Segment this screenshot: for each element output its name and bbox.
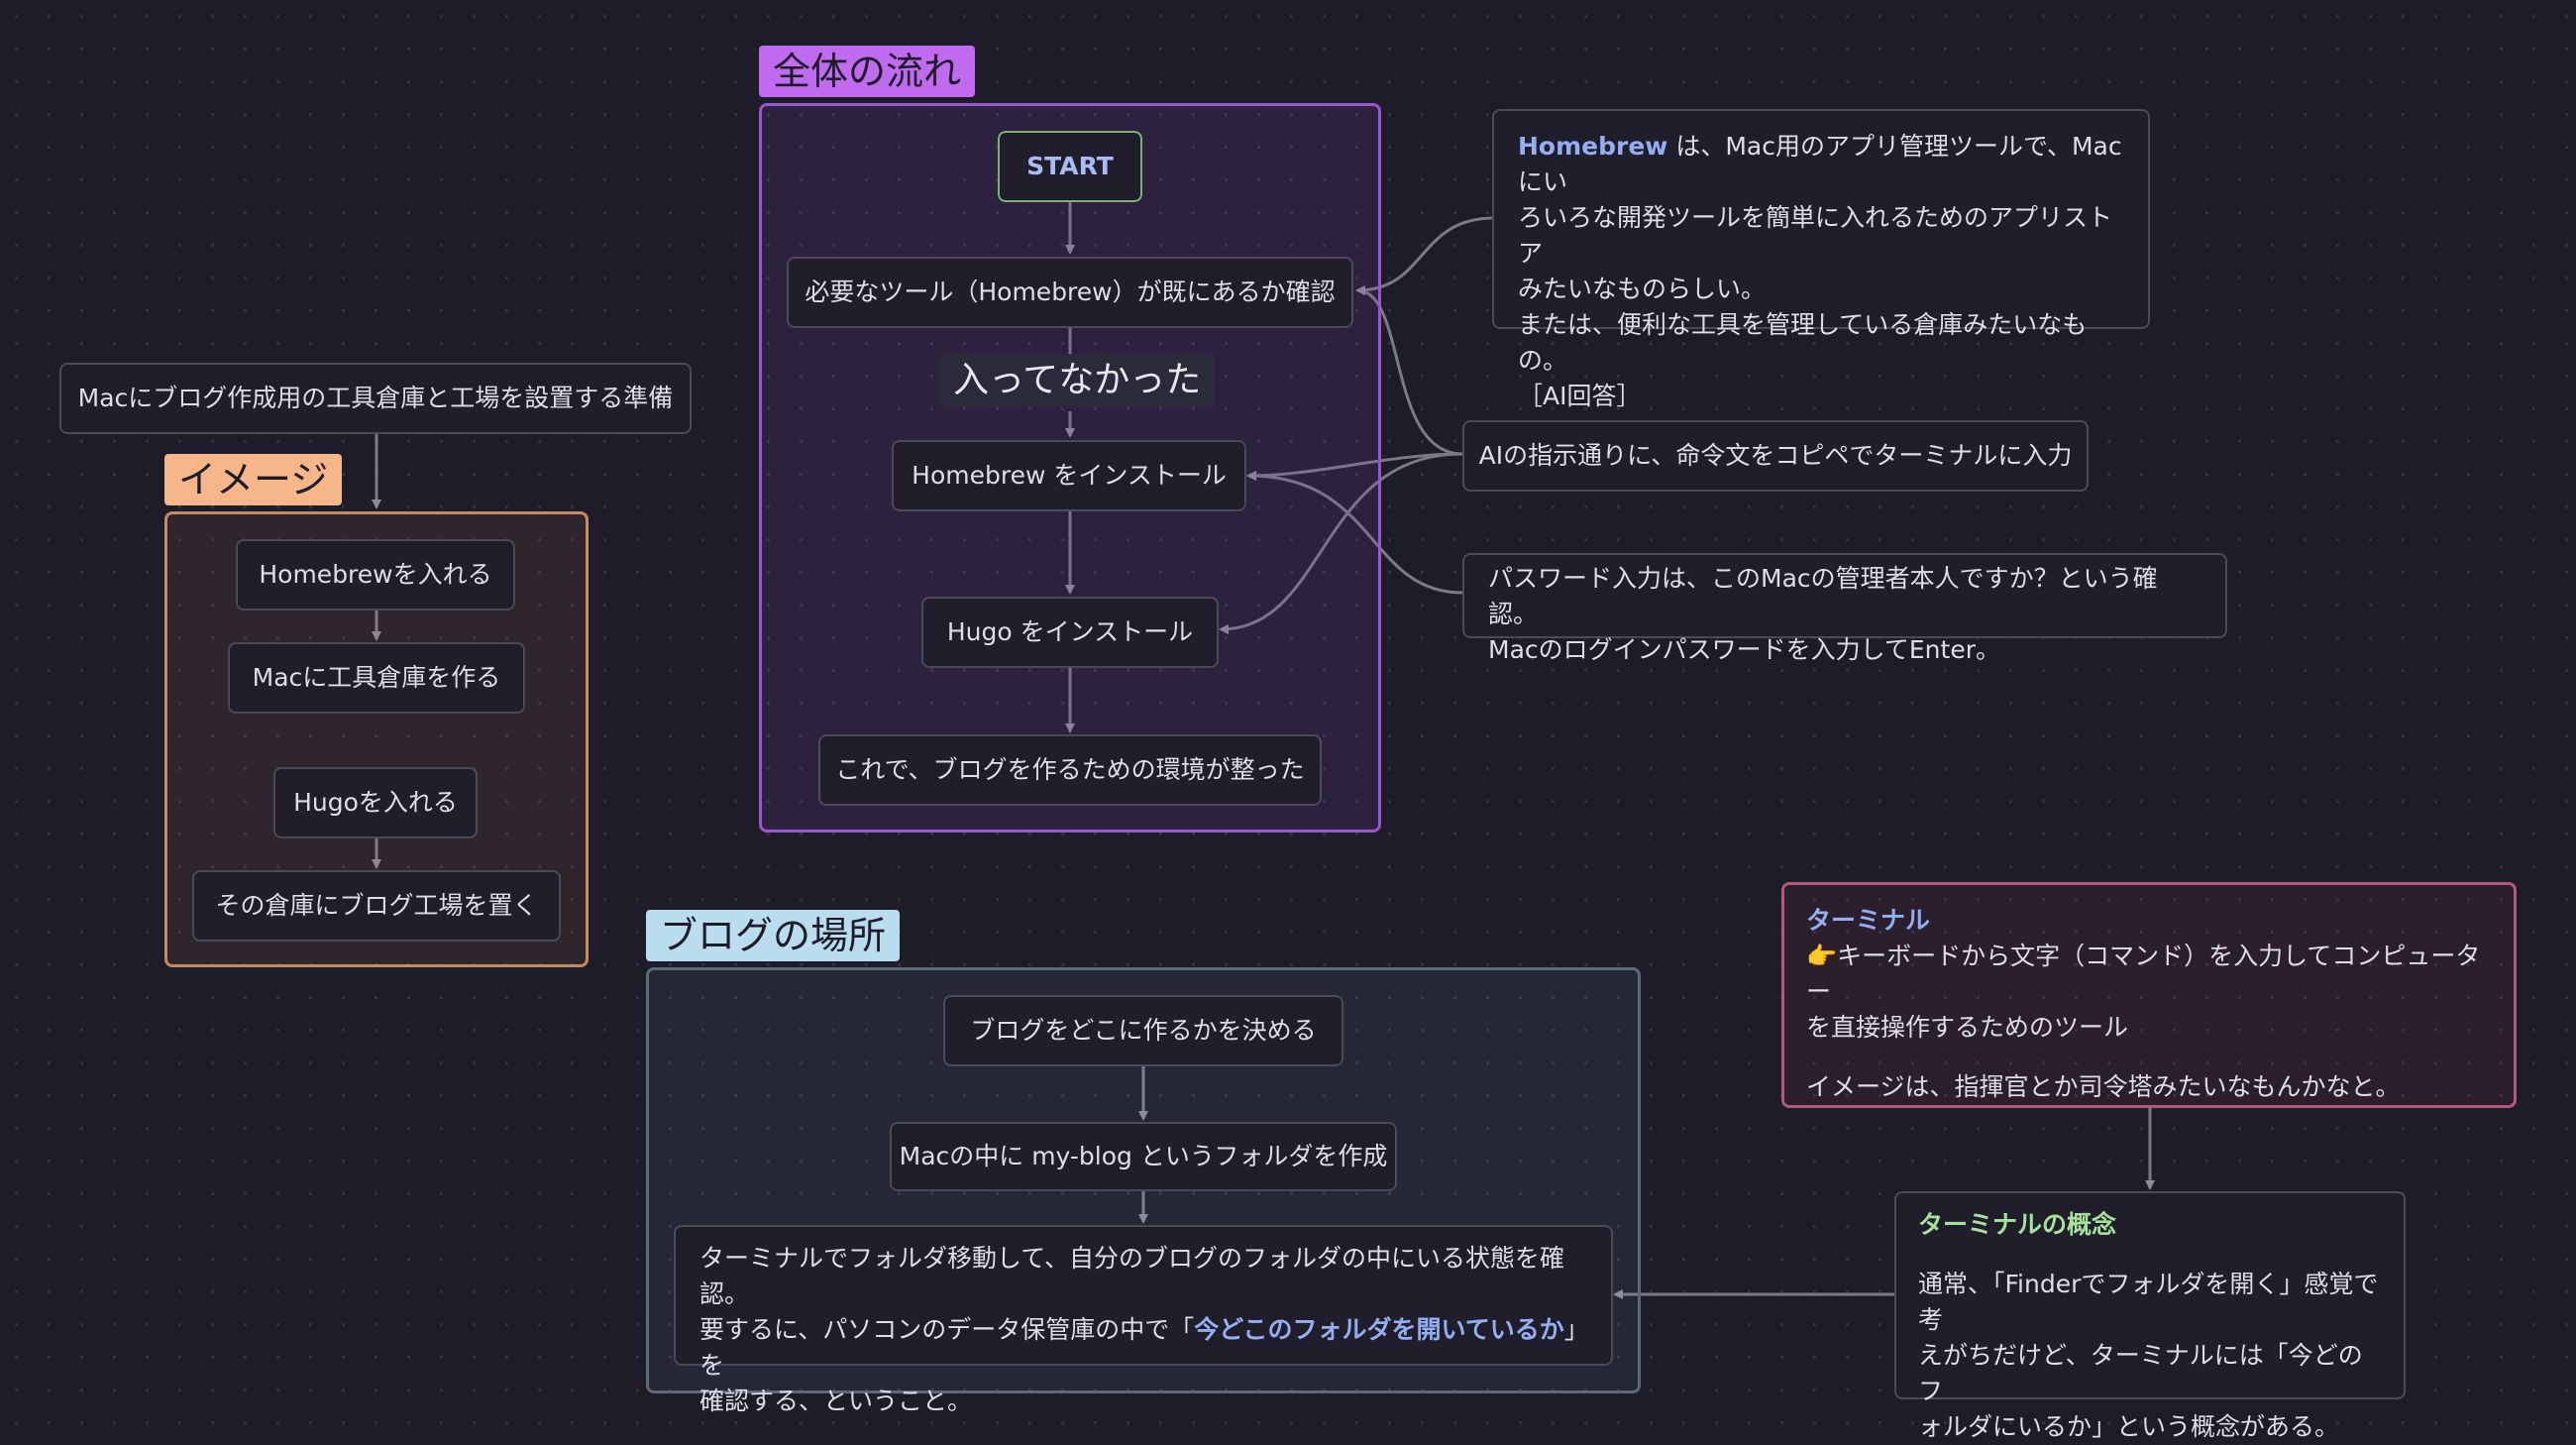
prep-node[interactable]: Macにブログ作成用の工具倉庫と工場を設置する準備 bbox=[59, 363, 692, 434]
start-node[interactable]: START bbox=[998, 131, 1142, 202]
group-blog-label: ブログの場所 bbox=[646, 910, 901, 961]
group-flow-label: 全体の流れ bbox=[759, 46, 976, 97]
edge-ai-check bbox=[1355, 285, 1463, 456]
homebrew-keyword: Homebrew bbox=[1518, 132, 1668, 161]
image-step-warehouse[interactable]: Macに工具倉庫を作る bbox=[228, 642, 525, 714]
terminal-concept-note[interactable]: ターミナルの概念 通常、「Finderでフォルダを開く」感覚で考 えがちだけど、… bbox=[1894, 1191, 2406, 1441]
password-note[interactable]: パスワード入力は、このMacの管理者本人ですか？という確認。 Macのログインパ… bbox=[1462, 553, 2227, 664]
install-homebrew-node[interactable]: Homebrew をインストール bbox=[892, 440, 1246, 511]
check-homebrew-node[interactable]: 必要なツール（Homebrew）が既にあるか確認 bbox=[787, 257, 1353, 328]
install-hugo-node[interactable]: Hugo をインストール bbox=[921, 597, 1219, 668]
edge-ai-hugo bbox=[1219, 452, 1463, 634]
terminal-concept-title: ターミナルの概念 bbox=[1918, 1210, 2117, 1239]
decide-location-node[interactable]: ブログをどこに作るかを決める bbox=[943, 995, 1343, 1066]
create-folder-node[interactable]: Macの中に my-blog というフォルダを作成 bbox=[890, 1122, 1397, 1191]
edge-label-not-installed: 入ってなかった bbox=[939, 354, 1216, 407]
environment-ready-node[interactable]: これで、ブログを作るための環境が整った bbox=[818, 734, 1322, 806]
image-step-hugo[interactable]: Hugoを入れる bbox=[273, 767, 478, 838]
confirm-folder-node[interactable]: ターミナルでフォルダ移動して、自分のブログのフォルダの中にいる状態を確認。 要す… bbox=[674, 1225, 1613, 1415]
image-step-factory[interactable]: その倉庫にブログ工場を置く bbox=[192, 870, 561, 942]
current-folder-emphasis: 今どこのフォルダを開いているか bbox=[1194, 1315, 1564, 1344]
group-image-label: イメージ bbox=[164, 454, 343, 505]
image-step-homebrew[interactable]: Homebrewを入れる bbox=[236, 539, 515, 611]
terminal-note[interactable]: ターミナル 👉キーボードから文字（コマンド）を入力してコンピューター を直接操作… bbox=[1781, 882, 2517, 1108]
edge-password-homebrew bbox=[1246, 471, 1463, 595]
terminal-title: ターミナル bbox=[1806, 906, 1931, 935]
ai-instruction-note[interactable]: AIの指示通りに、命令文をコピペでターミナルに入力 bbox=[1462, 420, 2089, 492]
homebrew-note[interactable]: Homebrew は、Mac用のアプリ管理ツールで、Macにい ろいろな開発ツー… bbox=[1492, 109, 2150, 410]
